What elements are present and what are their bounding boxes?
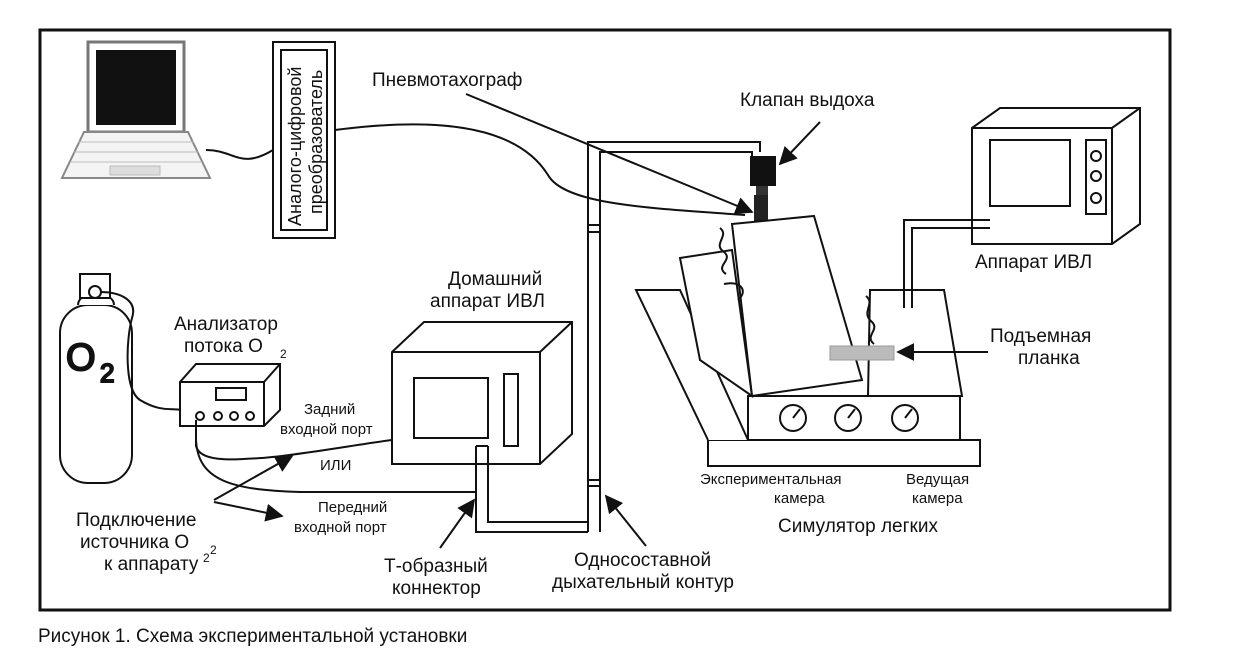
- t-conn-label-2: коннектор: [392, 578, 481, 599]
- connect-label-2: источника О: [80, 532, 189, 553]
- home-vent-label-2: аппарат ИВЛ: [430, 291, 545, 312]
- adc-converter: Аналого-цифровой преобразователь: [272, 41, 336, 239]
- circuit-arrow: [604, 494, 647, 547]
- rear-port-hose: [195, 420, 393, 461]
- drive-chamber-label-1: Ведущая: [906, 471, 969, 488]
- rear-port-label-1: Задний: [304, 401, 355, 418]
- laptop: [60, 40, 212, 179]
- exp-chamber-label-2: камера: [774, 490, 825, 507]
- figure-caption: Рисунок 1. Схема экспериментальной устан…: [38, 626, 468, 647]
- diagram-frame: [38, 28, 1172, 612]
- home-vent-label-1: Домашний: [448, 269, 542, 290]
- adc-label-1: Аналого-цифровой: [285, 67, 305, 226]
- connect-arrow-rear: [213, 455, 294, 501]
- ventilator: [971, 107, 1141, 245]
- exhale-valve-arrow: [778, 121, 821, 166]
- analyzer-label-1: Анализатор: [174, 314, 278, 335]
- o2-sub: 2: [100, 358, 114, 388]
- ventilator-tube: [903, 219, 990, 308]
- front-port-label-1: Передний: [318, 499, 387, 516]
- exp-chamber-label-1: Экспериментальная: [700, 471, 842, 488]
- lift-label-1: Подъемная: [990, 326, 1091, 347]
- o2-letter: O: [66, 337, 96, 379]
- t-conn-arrow: [439, 498, 476, 549]
- breathing-circuit: [587, 141, 761, 532]
- lift-bar: [829, 345, 895, 361]
- o2-cylinder: O 2: [59, 273, 133, 484]
- pneumotach-label: Пневмотахограф: [372, 70, 522, 91]
- adc-label-2: преобразователь: [306, 70, 326, 214]
- connect-label-3: к аппарату: [104, 554, 199, 575]
- front-port-label-2: входной порт: [294, 519, 387, 536]
- connect-sub: 2: [210, 543, 217, 557]
- analyzer-label-2: потока О: [184, 336, 263, 357]
- t-connector: [475, 446, 588, 533]
- analyzer-sub: 2: [280, 347, 287, 361]
- front-port-hose: [195, 439, 476, 493]
- exhale-valve: [750, 156, 776, 186]
- drive-chamber-label-2: камера: [912, 490, 963, 507]
- lift-label-2: планка: [1018, 348, 1080, 369]
- connect-sup: 2: [203, 551, 210, 565]
- or-label: ИЛИ: [320, 457, 351, 474]
- circuit-label-1: Односоставной: [574, 550, 711, 571]
- circuit-label-2: дыхательный контур: [552, 572, 734, 593]
- connect-arrow-front: [213, 501, 284, 522]
- o2-analyzer: [179, 363, 281, 427]
- laptop-cable: [205, 149, 274, 160]
- lung-sim-label: Симулятор легких: [778, 516, 938, 537]
- home-ventilator: [391, 321, 573, 465]
- t-conn-label-1: Т-образный: [384, 556, 488, 577]
- exhale-valve-label: Клапан выдоха: [740, 90, 875, 111]
- lung-simulator: [634, 214, 981, 467]
- rear-port-label-2: входной порт: [280, 421, 373, 438]
- connect-label-1: Подключение: [76, 510, 196, 531]
- o2-hose: [99, 291, 183, 411]
- ventilator-label: Аппарат ИВЛ: [975, 252, 1092, 273]
- adc-cable: [334, 123, 746, 216]
